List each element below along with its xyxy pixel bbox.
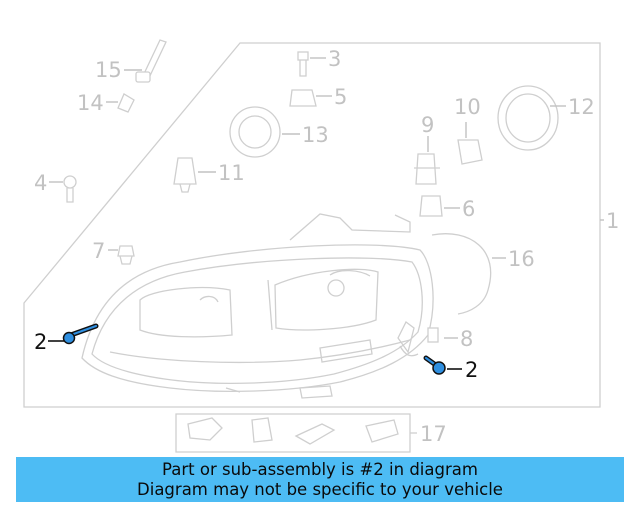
part-4-screw (63, 175, 77, 203)
callout-7: 7 (92, 239, 105, 263)
part-10-socket (457, 139, 483, 165)
part-7-grommet (117, 245, 135, 265)
part-5-connector (289, 89, 317, 107)
callout-labels: 15 14 4 7 3 5 13 11 9 10 12 6 16 8 1 17 … (34, 47, 619, 446)
callout-5: 5 (334, 85, 347, 109)
callout-4: 4 (34, 171, 47, 195)
callout-13: 13 (302, 123, 329, 147)
callout-9: 9 (421, 113, 434, 137)
headlamp-assembly (81, 213, 434, 399)
part-6-socket (419, 195, 443, 217)
part-11-bulb (173, 157, 197, 193)
assembly-outline (23, 42, 601, 408)
parts-diagram: 15 14 4 7 3 5 13 11 9 10 12 6 16 8 1 17 … (23, 39, 619, 453)
notice-line-2: Diagram may not be specific to your vehi… (137, 480, 503, 499)
callout-8: 8 (460, 327, 473, 351)
part-2-screw-left (62, 323, 99, 345)
part-12-cover (497, 85, 559, 151)
callout-17: 17 (420, 422, 447, 446)
part-2-screw-right (423, 355, 446, 375)
callout-11: 11 (218, 161, 245, 185)
callout-12: 12 (568, 95, 595, 119)
part-8-clip (427, 327, 439, 343)
part-16-harness (431, 233, 492, 315)
callout-2-left: 2 (34, 330, 47, 354)
part-15-sensor (135, 39, 167, 83)
part-9-bulb (414, 153, 440, 185)
part-3-screw (297, 51, 309, 77)
part-14-clip (117, 93, 135, 113)
callout-16: 16 (508, 247, 535, 271)
callout-6: 6 (462, 197, 475, 221)
part-13-cap (229, 106, 281, 158)
callout-15: 15 (95, 58, 122, 82)
notice-line-1: Part or sub-assembly is #2 in diagram (162, 460, 478, 479)
callout-3: 3 (328, 47, 341, 71)
callout-10: 10 (454, 95, 481, 119)
callout-1: 1 (606, 209, 619, 233)
notice-banner: Part or sub-assembly is #2 in diagram Di… (16, 457, 624, 502)
leader-lines (48, 57, 604, 370)
callout-14: 14 (77, 91, 104, 115)
callout-2-right: 2 (465, 358, 478, 382)
part-17-group (175, 413, 417, 453)
